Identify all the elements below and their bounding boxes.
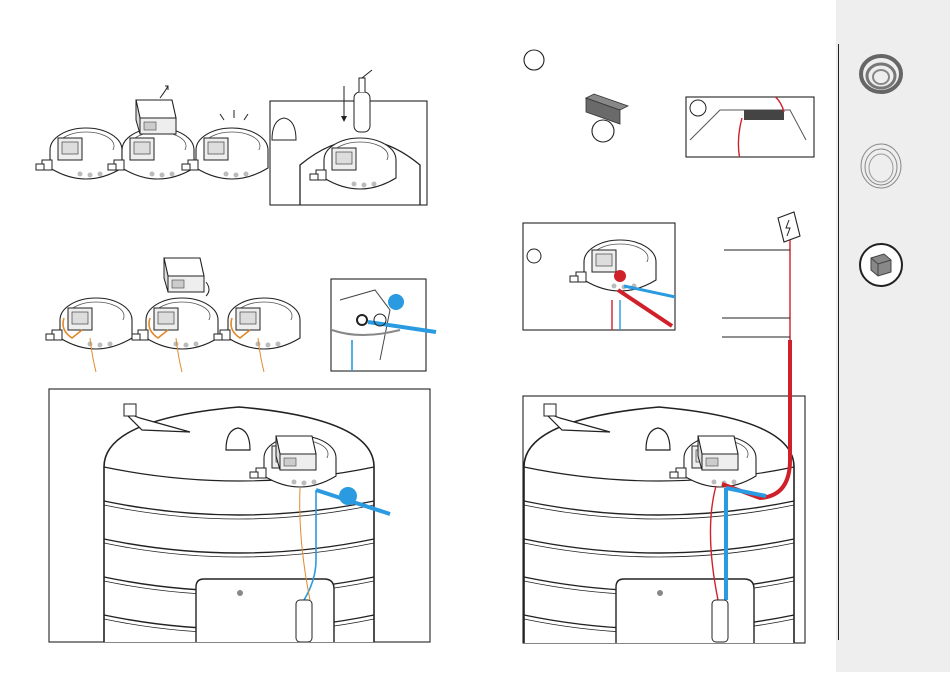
detail-valve [331, 279, 436, 371]
step-lid-lifted [108, 86, 194, 179]
step-lid-removed [36, 128, 122, 179]
power-box-icon [778, 212, 800, 242]
step-hose-attach-2 [132, 258, 218, 372]
grey-block-icon [856, 240, 906, 290]
sidebar [836, 0, 950, 672]
part-connector-block [586, 94, 628, 142]
sidebar-divider [838, 44, 839, 640]
detail-pump-red-cable [523, 223, 680, 330]
main-right-tank [523, 340, 805, 667]
step-circle-marker [524, 50, 544, 70]
detail-float-insert [270, 70, 427, 205]
step-hose-attach-1 [46, 298, 132, 372]
cable-route-lines [722, 240, 790, 340]
coiled-wire-icon [856, 136, 906, 196]
main-left-tank [49, 389, 430, 667]
detail-cable-connector [686, 90, 814, 160]
coiled-hose-icon [856, 50, 906, 100]
step-lid-clicked [182, 110, 268, 179]
step-hose-attach-3 [214, 298, 300, 372]
